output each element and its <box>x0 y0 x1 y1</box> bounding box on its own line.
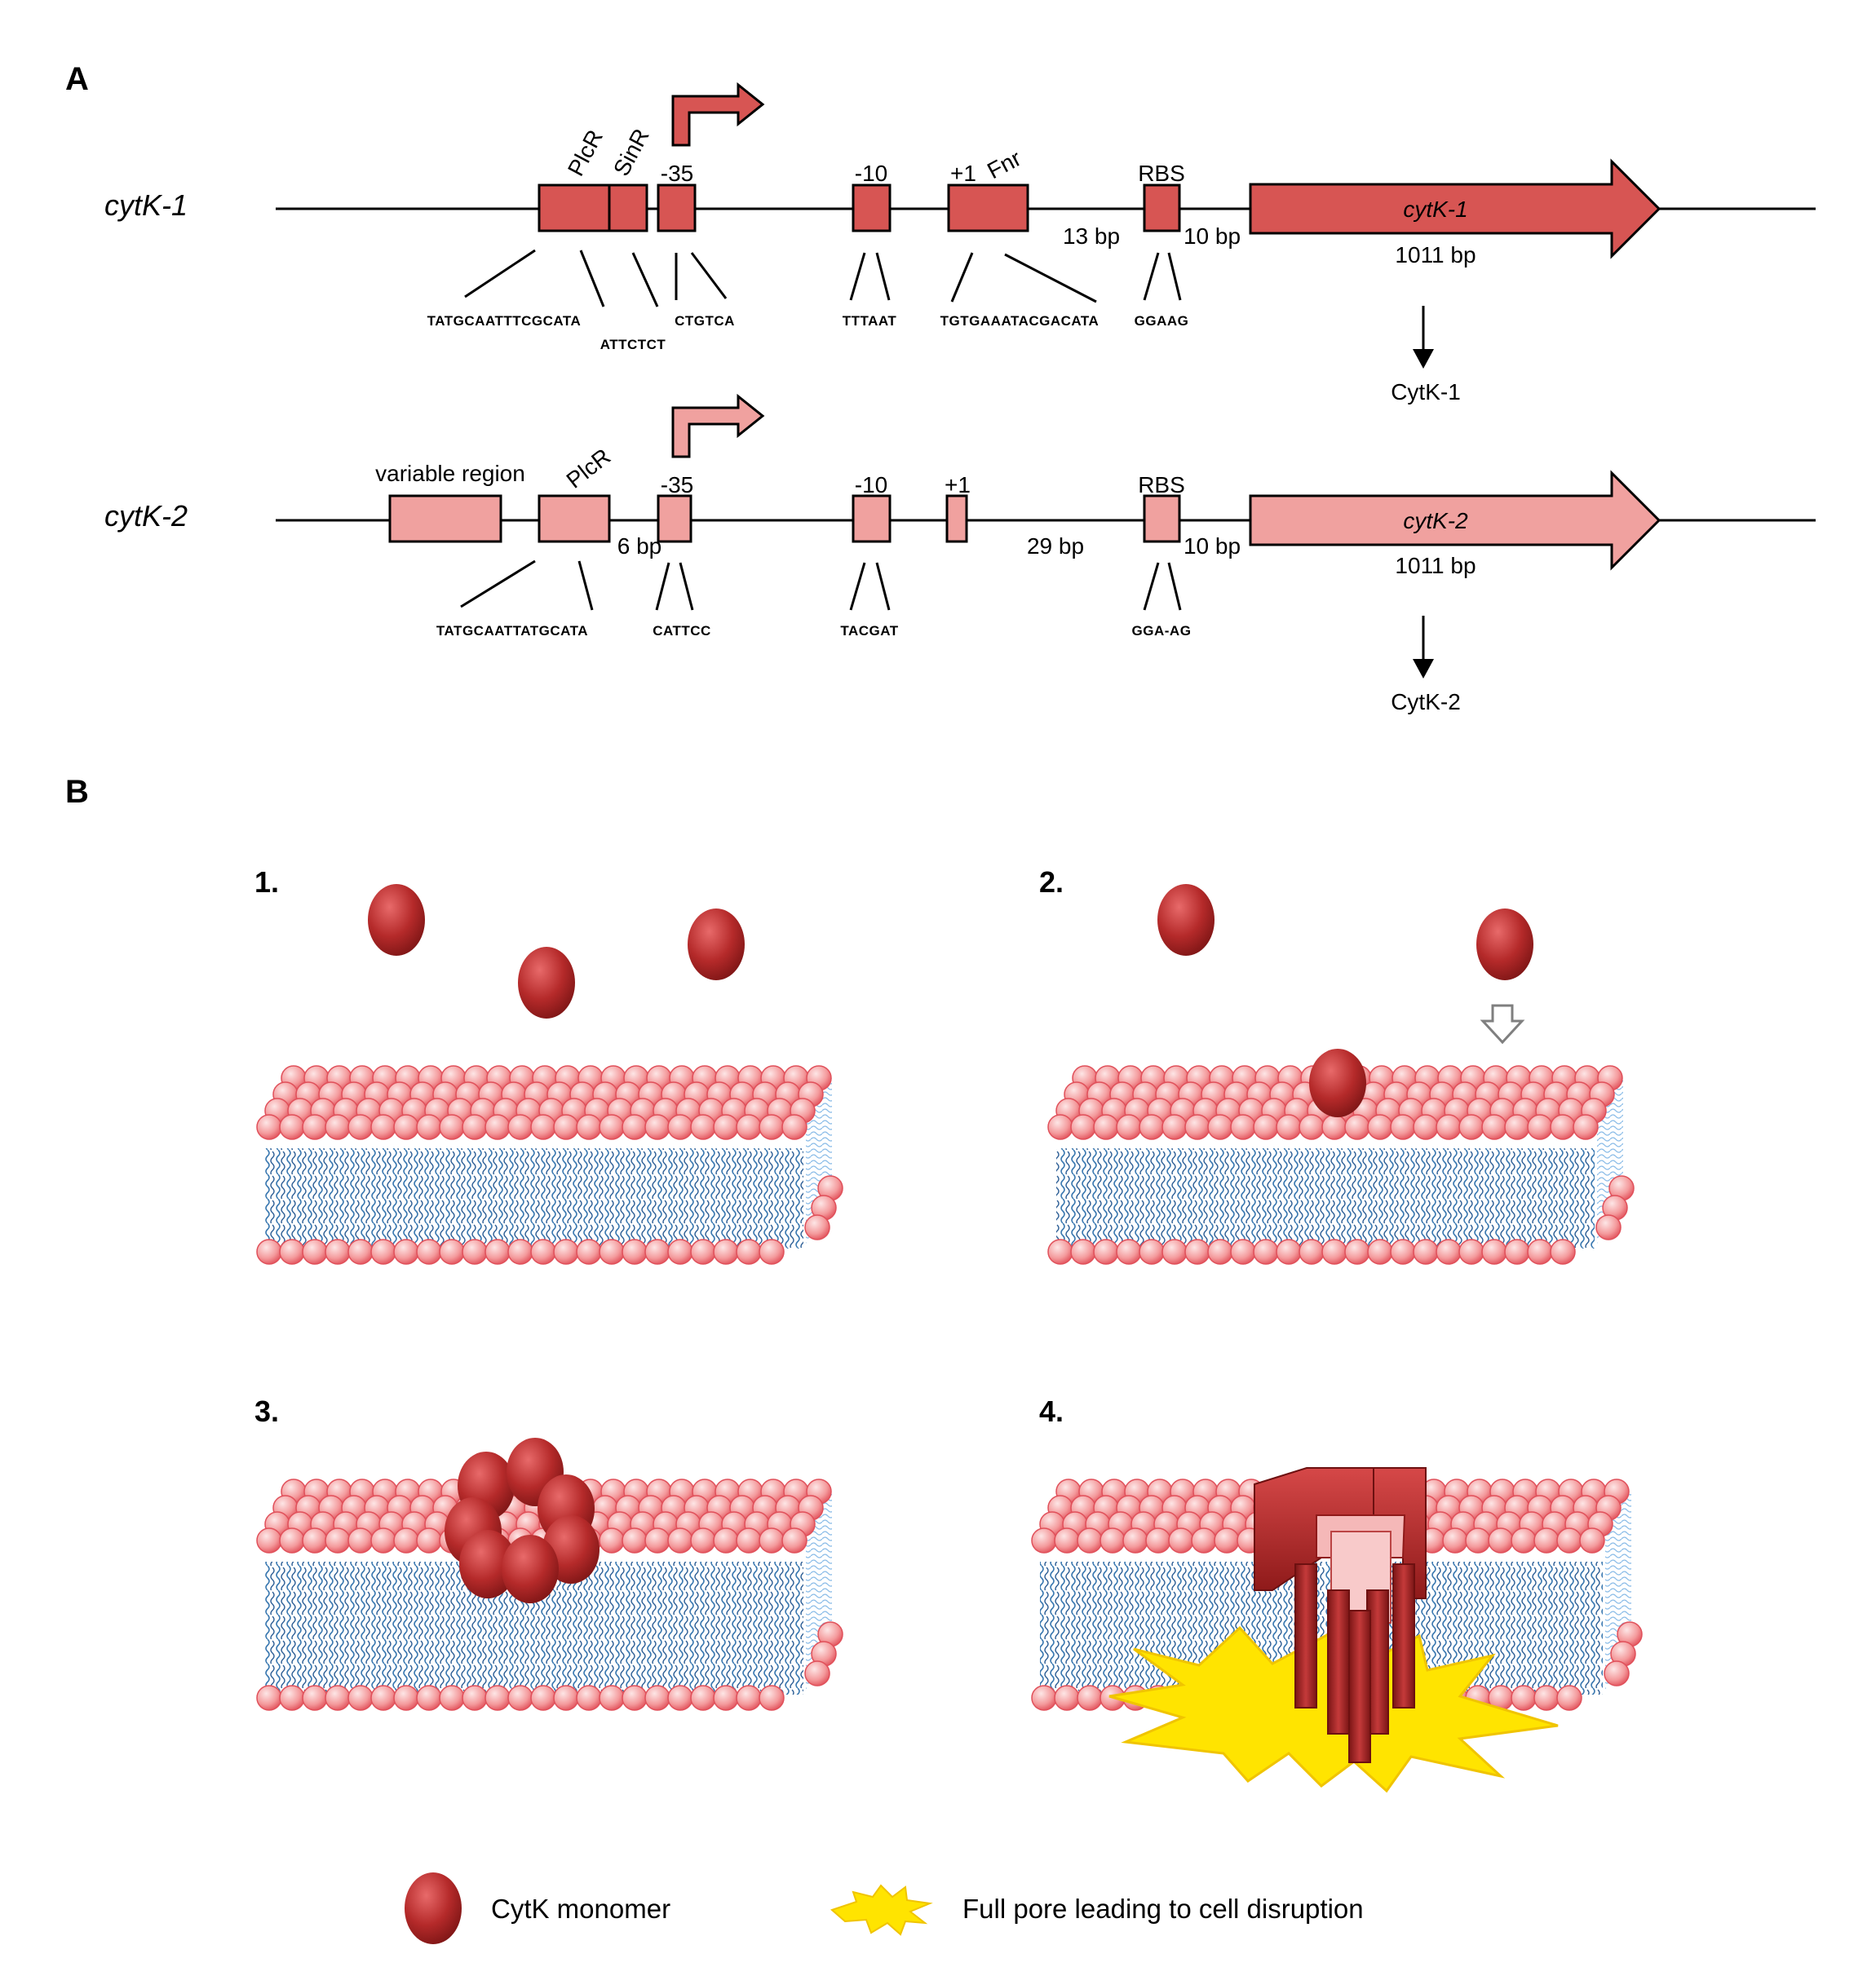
cytk2-minus35-box <box>657 494 692 543</box>
cytk-monomer <box>518 947 575 1019</box>
cytk2-plus1-label: +1 <box>945 472 971 497</box>
cytk1-name: cytK-1 <box>104 188 188 222</box>
cytk-monomer <box>502 1535 559 1603</box>
cytk1-seq-sinr: ATTCTCT <box>600 337 666 352</box>
cytk2-variable-region-box <box>388 494 502 543</box>
cytk2-map: cytK-2 cytK-2 1011 bp variable region Pl… <box>104 393 1816 714</box>
step-4-label: 4. <box>1039 1395 1064 1428</box>
legend: CytK monomer Full pore leading to cell d… <box>405 1872 1364 1944</box>
cytk2-variable-region-label: variable region <box>375 461 525 486</box>
lipid-bilayer <box>256 1065 843 1265</box>
cytk2-gene-arrow <box>1249 470 1661 571</box>
prepore-oligomer <box>445 1438 600 1603</box>
cytk1-minus35-label: -35 <box>661 161 693 186</box>
cytk1-minus35-box <box>657 183 697 232</box>
cytk1-seq-fnr: TGTGAAATACGACATA <box>940 313 1099 329</box>
step-2-label: 2. <box>1039 865 1064 899</box>
cytk1-callout-lines <box>464 249 1182 307</box>
cytk2-gene-size: 1011 bp <box>1395 553 1476 578</box>
cytk2-seq-minus10: TACGAT <box>840 623 898 639</box>
step-1-monomers <box>368 884 745 1019</box>
legend-monomer-icon <box>405 1872 462 1944</box>
cytk2-minus35-label: -35 <box>661 472 693 497</box>
cytk2-plcr-label: PlcR <box>562 444 616 493</box>
cytk1-sinr-box <box>608 183 648 232</box>
cytk-monomer <box>368 884 425 956</box>
panel-b-label: B <box>65 774 89 810</box>
cytk-monomer <box>1309 1049 1366 1117</box>
cytk1-fnr-label: Fnr <box>983 145 1025 183</box>
cytk2-promoter-arrow <box>671 393 765 458</box>
cytk2-plcr-box <box>538 494 611 543</box>
cytk1-minus10-box <box>852 183 892 232</box>
cytk2-spacer-6bp: 6 bp <box>617 533 662 559</box>
cytk2-callout-lines <box>460 559 1182 611</box>
cytk1-rbs-box <box>1143 183 1181 232</box>
cytk-monomer <box>459 1530 516 1598</box>
cytk2-seq-minus35: CATTCC <box>653 623 711 639</box>
cytk1-product: CytK-1 <box>1391 379 1461 404</box>
cytk2-product: CytK-2 <box>1391 689 1461 714</box>
cytk1-spacer-13bp: 13 bp <box>1063 223 1120 249</box>
step-2-monomers <box>1157 884 1533 980</box>
legend-pore-label: Full pore leading to cell disruption <box>962 1894 1364 1924</box>
cytk1-plcr-label: PlcR <box>563 126 608 180</box>
step-3-label: 3. <box>254 1395 279 1428</box>
cytk2-minus10-box <box>852 494 892 543</box>
legend-monomer-label: CytK monomer <box>491 1894 670 1924</box>
step-1-label: 1. <box>254 865 279 899</box>
cytk1-spacer-10bp: 10 bp <box>1184 223 1241 249</box>
cytk1-seq-minus35: CTGTCA <box>675 313 735 329</box>
cytk1-map: cytK-1 cytK-1 1011 bp PlcR SinR -35 -10 … <box>104 82 1816 404</box>
cytk1-rbs-label: RBS <box>1138 161 1185 186</box>
cytk1-seq-minus10: TTTAAT <box>843 313 897 329</box>
cytk-monomer <box>688 908 745 980</box>
full-pore <box>1108 1467 1559 1793</box>
cytk2-seq-rbs: GGA-AG <box>1132 623 1192 639</box>
cytk1-seq-rbs: GGAAG <box>1135 313 1189 329</box>
cytk2-translation-arrowhead <box>1413 659 1434 679</box>
cytk2-gene-label: cytK-2 <box>1403 508 1468 533</box>
cytk2-spacer-29bp: 29 bp <box>1027 533 1084 559</box>
cytk-monomer <box>1476 908 1533 980</box>
cytk1-gene-arrow <box>1249 158 1661 259</box>
cytk1-plcr-box <box>538 183 611 232</box>
cytk1-promoter-arrow <box>671 82 765 147</box>
panel-a-label: A <box>65 61 89 97</box>
cytk-monomer <box>1157 884 1215 956</box>
cytk2-minus10-label: -10 <box>855 472 887 497</box>
membranes <box>256 1049 1643 1711</box>
cytk2-rbs-box <box>1143 494 1181 543</box>
cytk1-gene-label: cytK-1 <box>1403 197 1467 222</box>
cytk1-plus1-label: +1 <box>950 161 976 186</box>
cytk2-seq-plcr: TATGCAATTATGCATA <box>436 623 588 639</box>
cytk1-sinr-label: SinR <box>608 125 654 180</box>
cytk2-plus1-box <box>945 494 968 543</box>
cytk1-translation-arrowhead <box>1413 349 1434 369</box>
cytk1-seq-plcr: TATGCAATTTCGCATA <box>427 313 582 329</box>
legend-burst-icon <box>830 1884 933 1936</box>
binding-arrow-icon <box>1480 1004 1525 1045</box>
cytk1-gene-size: 1011 bp <box>1395 242 1476 267</box>
cytk2-spacer-10bp: 10 bp <box>1184 533 1241 559</box>
cytk2-name: cytK-2 <box>104 499 188 533</box>
cytk1-plus1-fnr-box <box>947 183 1029 232</box>
cytk2-rbs-label: RBS <box>1138 472 1185 497</box>
cytk1-minus10-label: -10 <box>855 161 887 186</box>
lipid-bilayer <box>1047 1065 1635 1265</box>
